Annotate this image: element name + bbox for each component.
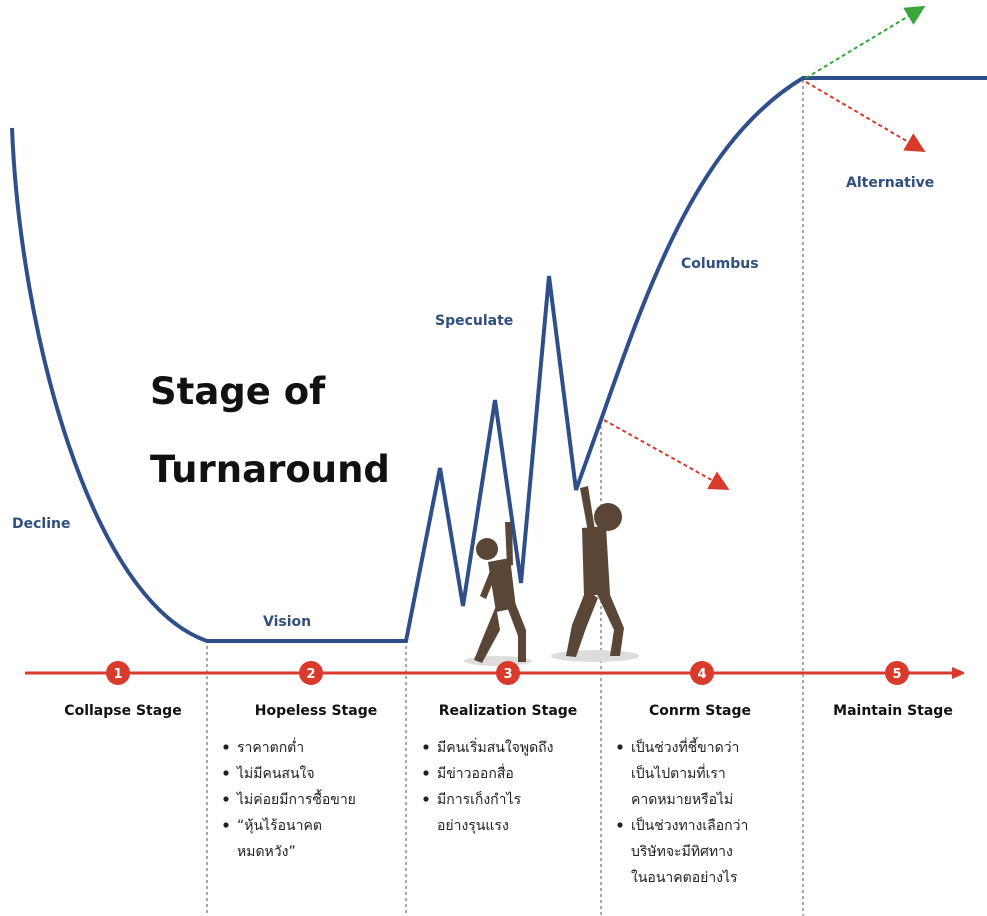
- bullet-dot: [423, 744, 429, 750]
- stage-name-3: Realization Stage: [439, 703, 578, 719]
- bullet-dot: [423, 796, 429, 802]
- stage-2-bullet-text: ไม่มีคนสนใจ: [236, 765, 315, 782]
- stage-3-bullet-text: มีข่าวออกสื่อ: [437, 764, 514, 782]
- stage-number-5: 5: [892, 667, 901, 682]
- stage-4-bullet-text: เป็นช่วงที่ชี้ขาดว่า: [631, 737, 739, 756]
- stage-number-3: 3: [503, 667, 512, 682]
- stage-marker-4: [690, 661, 714, 685]
- bullet-dot: [223, 822, 229, 828]
- stage-marker-1: [106, 661, 130, 685]
- stage-2-bullet-text: “หุ้นไร้อนาคต: [237, 817, 322, 834]
- diagram-title-line2: Turnaround: [150, 448, 390, 491]
- person-figure-icon: [551, 486, 639, 662]
- bullet-dot: [617, 744, 623, 750]
- stage-4-bullet-text: บริษัทจะมีทิศทาง: [631, 844, 733, 860]
- stage-name-5: Maintain Stage: [833, 703, 953, 719]
- phase-label-vision: Vision: [263, 614, 311, 630]
- phase-label-alternative: Alternative: [846, 175, 934, 191]
- confirm-fail-arrow: [603, 419, 730, 490]
- stage-name-4: Conrm Stage: [649, 703, 751, 719]
- stage-2-bullet-text: ไม่ค่อยมีการซื้อขาย: [236, 789, 356, 808]
- phase-label-decline: Decline: [12, 516, 70, 532]
- bullet-dot: [223, 796, 229, 802]
- stage-marker-5: [885, 661, 909, 685]
- diagram-title-line1: Stage of: [150, 370, 326, 413]
- bullet-dot: [223, 744, 229, 750]
- stage-3-bullet-text: อย่างรุนแรง: [437, 818, 509, 834]
- alternative-up-arrow: [805, 5, 926, 79]
- stage-dividers: [206, 80, 804, 916]
- stage-3-bullet-text: มีการเก็งกำไร: [437, 790, 522, 808]
- stage-4-bullet-text: ในอนาคตอย่างไร: [631, 869, 738, 886]
- stage-markers: 1 2 3 4 5: [106, 661, 909, 685]
- stage-name-2: Hopeless Stage: [255, 703, 377, 719]
- bullet-dot: [223, 770, 229, 776]
- stage-number-4: 4: [697, 667, 706, 682]
- stage-number-2: 2: [306, 667, 315, 682]
- stage-names: Collapse Stage Hopeless Stage Realization …: [64, 703, 953, 719]
- stage-2-bullet-text: หมดหวัง”: [237, 844, 296, 860]
- stage-number-1: 1: [113, 667, 122, 682]
- bullet-dot: [423, 770, 429, 776]
- stage-4-bullet-text: คาดหมายหรือไม่: [631, 791, 733, 808]
- person-figure-icon: [464, 522, 532, 666]
- stage-2-bullet-text: ราคาตกต่ำ: [237, 738, 304, 756]
- turnaround-curve: [10, 76, 987, 643]
- stage-4-bullet-text: เป็นช่วงทางเลือกว่า: [631, 816, 748, 834]
- stage-name-1: Collapse Stage: [64, 703, 181, 719]
- stage-marker-3: [496, 661, 520, 685]
- phase-label-columbus: Columbus: [681, 256, 759, 272]
- stage-4-bullet-text: เป็นไปตามที่เรา: [631, 764, 726, 782]
- bullet-dot: [617, 822, 623, 828]
- stage-3-bullet-text: มีคนเริ่มสนใจพูดถึง: [437, 738, 553, 756]
- phase-label-speculate: Speculate: [435, 313, 513, 329]
- stage-marker-2: [299, 661, 323, 685]
- alternative-down-arrow: [805, 81, 926, 153]
